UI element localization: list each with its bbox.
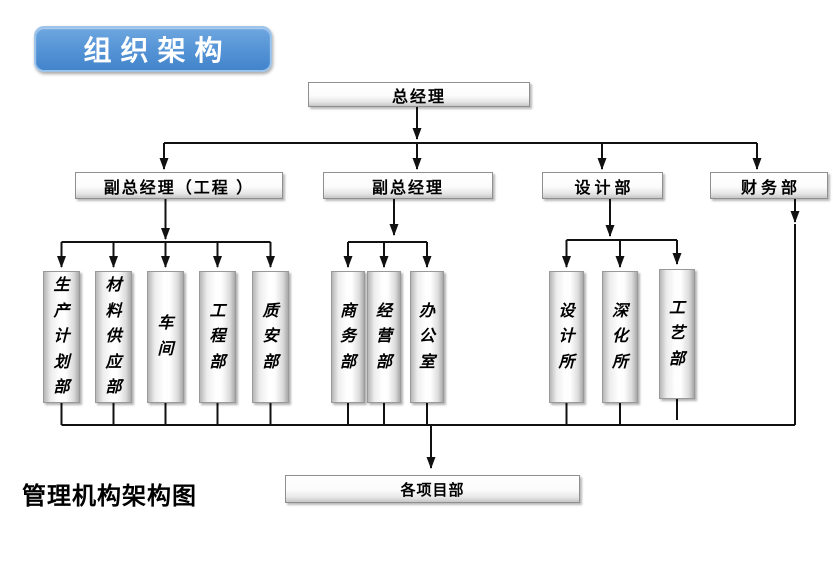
group-dep-connectors xyxy=(343,199,432,268)
node-label: 材料供应部 xyxy=(105,277,122,397)
node-label: 设计所 xyxy=(558,302,575,371)
node-design-institute[interactable]: 设计所 xyxy=(549,271,584,403)
bottom-rail-connectors xyxy=(60,399,795,469)
node-project-departments[interactable]: 各项目部 xyxy=(285,475,580,503)
node-label: 深化所 xyxy=(611,302,628,371)
node-general-manager[interactable]: 总经理 xyxy=(308,82,530,107)
node-label: 工艺部 xyxy=(668,299,685,368)
node-label: 副总经理（工程 ） xyxy=(103,179,255,197)
node-label: 经营部 xyxy=(375,302,392,371)
node-deputy-gm-engineering[interactable]: 副总经理（工程 ） xyxy=(75,172,283,199)
node-deputy-gm[interactable]: 副总经理 xyxy=(323,172,493,199)
node-workshop[interactable]: 车间 xyxy=(147,271,184,403)
group-design-connectors xyxy=(562,199,682,268)
node-design-dept[interactable]: 设计部 xyxy=(542,172,663,199)
diagram-caption: 管理机构架构图 xyxy=(22,483,197,510)
node-label: 商务部 xyxy=(339,302,356,371)
node-label: 副总经理 xyxy=(371,179,444,197)
node-label: 各项目部 xyxy=(400,481,465,499)
node-label: 办公室 xyxy=(418,302,435,371)
node-office[interactable]: 办公室 xyxy=(410,271,444,403)
node-label: 设计部 xyxy=(574,179,635,197)
node-detailing-institute[interactable]: 深化所 xyxy=(602,271,638,403)
title-badge-label: 组织架构 xyxy=(83,35,232,66)
node-label: 车间 xyxy=(157,315,174,358)
node-label: 质安部 xyxy=(262,302,279,371)
node-engineering-dept[interactable]: 工程部 xyxy=(199,271,236,403)
node-quality-safety-dept[interactable]: 质安部 xyxy=(252,271,289,403)
node-label: 生产计划部 xyxy=(53,277,70,397)
node-commerce-dept[interactable]: 商务部 xyxy=(331,271,365,403)
node-process-dept[interactable]: 工艺部 xyxy=(659,269,695,399)
group-eng-connectors xyxy=(57,199,275,268)
node-label: 总经理 xyxy=(391,88,446,106)
level1-connectors xyxy=(159,107,762,170)
node-operations-dept[interactable]: 经营部 xyxy=(367,271,401,403)
node-material-supply-dept[interactable]: 材料供应部 xyxy=(95,271,132,403)
title-badge[interactable]: 组织架构 xyxy=(34,26,272,72)
node-production-planning-dept[interactable]: 生产计划部 xyxy=(43,271,80,403)
node-label: 财务部 xyxy=(740,179,801,197)
node-finance-dept[interactable]: 财务部 xyxy=(710,172,828,199)
node-label: 工程部 xyxy=(209,302,226,371)
